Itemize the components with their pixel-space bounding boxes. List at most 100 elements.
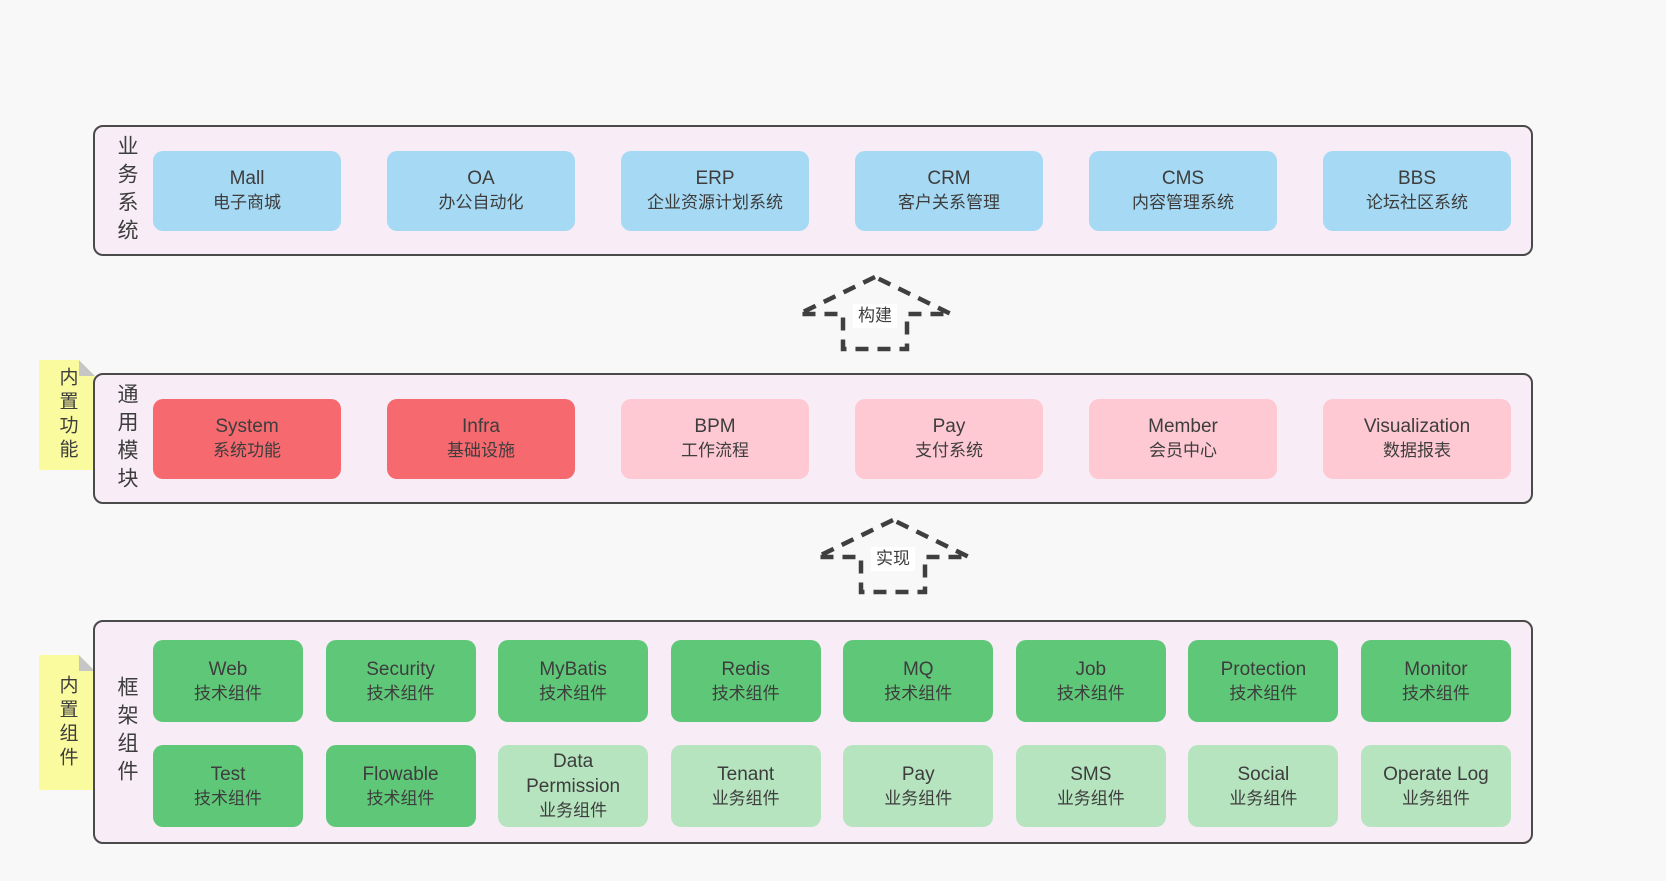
box-subtitle: 客户关系管理 [898, 193, 1000, 212]
box-title: Redis [721, 658, 770, 680]
box-bpm: BPM 工作流程 [621, 398, 809, 479]
box-pay-module: Pay 支付系统 [855, 398, 1043, 479]
box-subtitle: 业务组件 [884, 788, 953, 808]
sticky-note-text: 内置组件 [56, 674, 78, 771]
box-subtitle: 论坛社区系统 [1366, 193, 1468, 212]
box-cms: CMS 内容管理系统 [1089, 150, 1277, 231]
box-subtitle: 系统功能 [213, 441, 281, 460]
box-subtitle: 工作流程 [681, 441, 749, 460]
box-test: Test 技术组件 [153, 745, 303, 827]
box-title: Flowable [362, 763, 439, 785]
box-title: BPM [694, 416, 736, 437]
box-mq: MQ 技术组件 [843, 640, 994, 722]
box-subtitle: 支付系统 [915, 441, 983, 460]
box-title: Protection [1220, 658, 1307, 680]
box-redis: Redis 技术组件 [670, 640, 821, 722]
sticky-note-builtin-features: 内置功能 [39, 360, 95, 470]
box-title: System [215, 416, 279, 437]
components-box-row-2: Test 技术组件 Flowable 技术组件 Data Permission 业务组… [153, 745, 1511, 827]
panel-components-label: 框架组件 [115, 676, 138, 788]
box-operate-log: Operate Log 业务组件 [1360, 745, 1511, 827]
box-title: Pay [932, 416, 966, 437]
sticky-note-text: 内置功能 [56, 367, 78, 463]
box-subtitle: 业务组件 [1401, 788, 1470, 808]
box-subtitle: 技术组件 [1229, 683, 1298, 703]
box-subtitle: 技术组件 [1401, 683, 1470, 703]
box-title: CMS [1161, 168, 1205, 189]
box-subtitle: 会员中心 [1149, 441, 1217, 460]
box-mall: Mall 电子商城 [153, 150, 341, 231]
box-subtitle: 技术组件 [366, 683, 435, 703]
box-subtitle: 技术组件 [366, 788, 435, 808]
box-flowable: Flowable 技术组件 [325, 745, 476, 827]
box-subtitle: 技术组件 [884, 683, 953, 703]
modules-box-row: System 系统功能 Infra 基础设施 BPM 工作流程 Pay 支付系统 Mem… [153, 375, 1511, 502]
box-title: SMS [1070, 763, 1112, 785]
implement-arrow-label: 实现 [871, 547, 915, 571]
box-title: BBS [1397, 168, 1437, 189]
box-subtitle: 电子商城 [213, 193, 281, 212]
box-crm: CRM 客户关系管理 [855, 150, 1043, 231]
box-subtitle: 业务组件 [539, 801, 608, 820]
box-web: Web 技术组件 [153, 640, 303, 722]
box-monitor: Monitor 技术组件 [1360, 640, 1511, 722]
box-subtitle: 办公自动化 [438, 193, 524, 212]
box-title: ERP [695, 168, 735, 189]
box-title: Tenant [717, 763, 775, 785]
box-member: Member 会员中心 [1089, 398, 1277, 479]
folded-corner-icon [79, 360, 95, 376]
up-arrow-dashed-icon [798, 274, 952, 352]
build-arrow: 构建 [793, 274, 957, 352]
box-tenant: Tenant 业务组件 [670, 745, 821, 827]
box-title: Web [208, 658, 248, 680]
implement-arrow: 实现 [811, 517, 975, 595]
box-subtitle: 技术组件 [539, 683, 608, 703]
box-subtitle: 业务组件 [1229, 788, 1298, 808]
box-mybatis: MyBatis 技术组件 [498, 640, 649, 722]
box-pay-component: Pay 业务组件 [843, 745, 994, 827]
box-data-permission: Data Permission 业务组件 [498, 745, 649, 827]
box-protection: Protection 技术组件 [1188, 640, 1339, 722]
box-title: Infra [461, 416, 501, 437]
box-title: Test [210, 763, 246, 785]
box-title: Data Permission [526, 751, 621, 797]
box-infra: Infra 基础设施 [387, 398, 575, 479]
box-title: Member [1148, 416, 1218, 437]
box-title: Job [1075, 658, 1107, 680]
box-subtitle: 企业资源计划系统 [647, 193, 783, 212]
box-subtitle: 技术组件 [194, 788, 262, 808]
box-title: MQ [902, 658, 934, 680]
box-subtitle: 技术组件 [711, 683, 780, 703]
box-bbs: BBS 论坛社区系统 [1323, 150, 1511, 231]
box-title: Mall [229, 168, 265, 189]
box-subtitle: 业务组件 [711, 788, 780, 808]
box-subtitle: 技术组件 [194, 683, 262, 703]
box-subtitle: 基础设施 [447, 441, 515, 460]
box-oa: OA 办公自动化 [387, 150, 575, 231]
box-title: Monitor [1404, 658, 1468, 680]
box-title: Visualization [1363, 416, 1471, 437]
panel-business-systems: 业务系统 Mall 电子商城 OA 办公自动化 ERP 企业资源计划系统 CRM 客户关… [93, 125, 1533, 256]
panel-modules-label: 通用模块 [115, 382, 138, 495]
box-erp: ERP 企业资源计划系统 [621, 150, 809, 231]
box-title: Operate Log [1383, 763, 1489, 785]
panel-business-label: 业务系统 [115, 134, 138, 247]
box-system: System 系统功能 [153, 398, 341, 479]
box-title: OA [467, 168, 495, 189]
box-title: Pay [901, 763, 935, 785]
box-title: CRM [927, 168, 971, 189]
box-subtitle: 内容管理系统 [1132, 193, 1234, 212]
business-box-row: Mall 电子商城 OA 办公自动化 ERP 企业资源计划系统 CRM 客户关系管理 C… [153, 127, 1511, 254]
up-arrow-dashed-icon [816, 517, 970, 595]
box-title: MyBatis [539, 658, 607, 680]
sticky-note-builtin-components: 内置组件 [39, 655, 95, 790]
build-arrow-label: 构建 [853, 304, 897, 328]
